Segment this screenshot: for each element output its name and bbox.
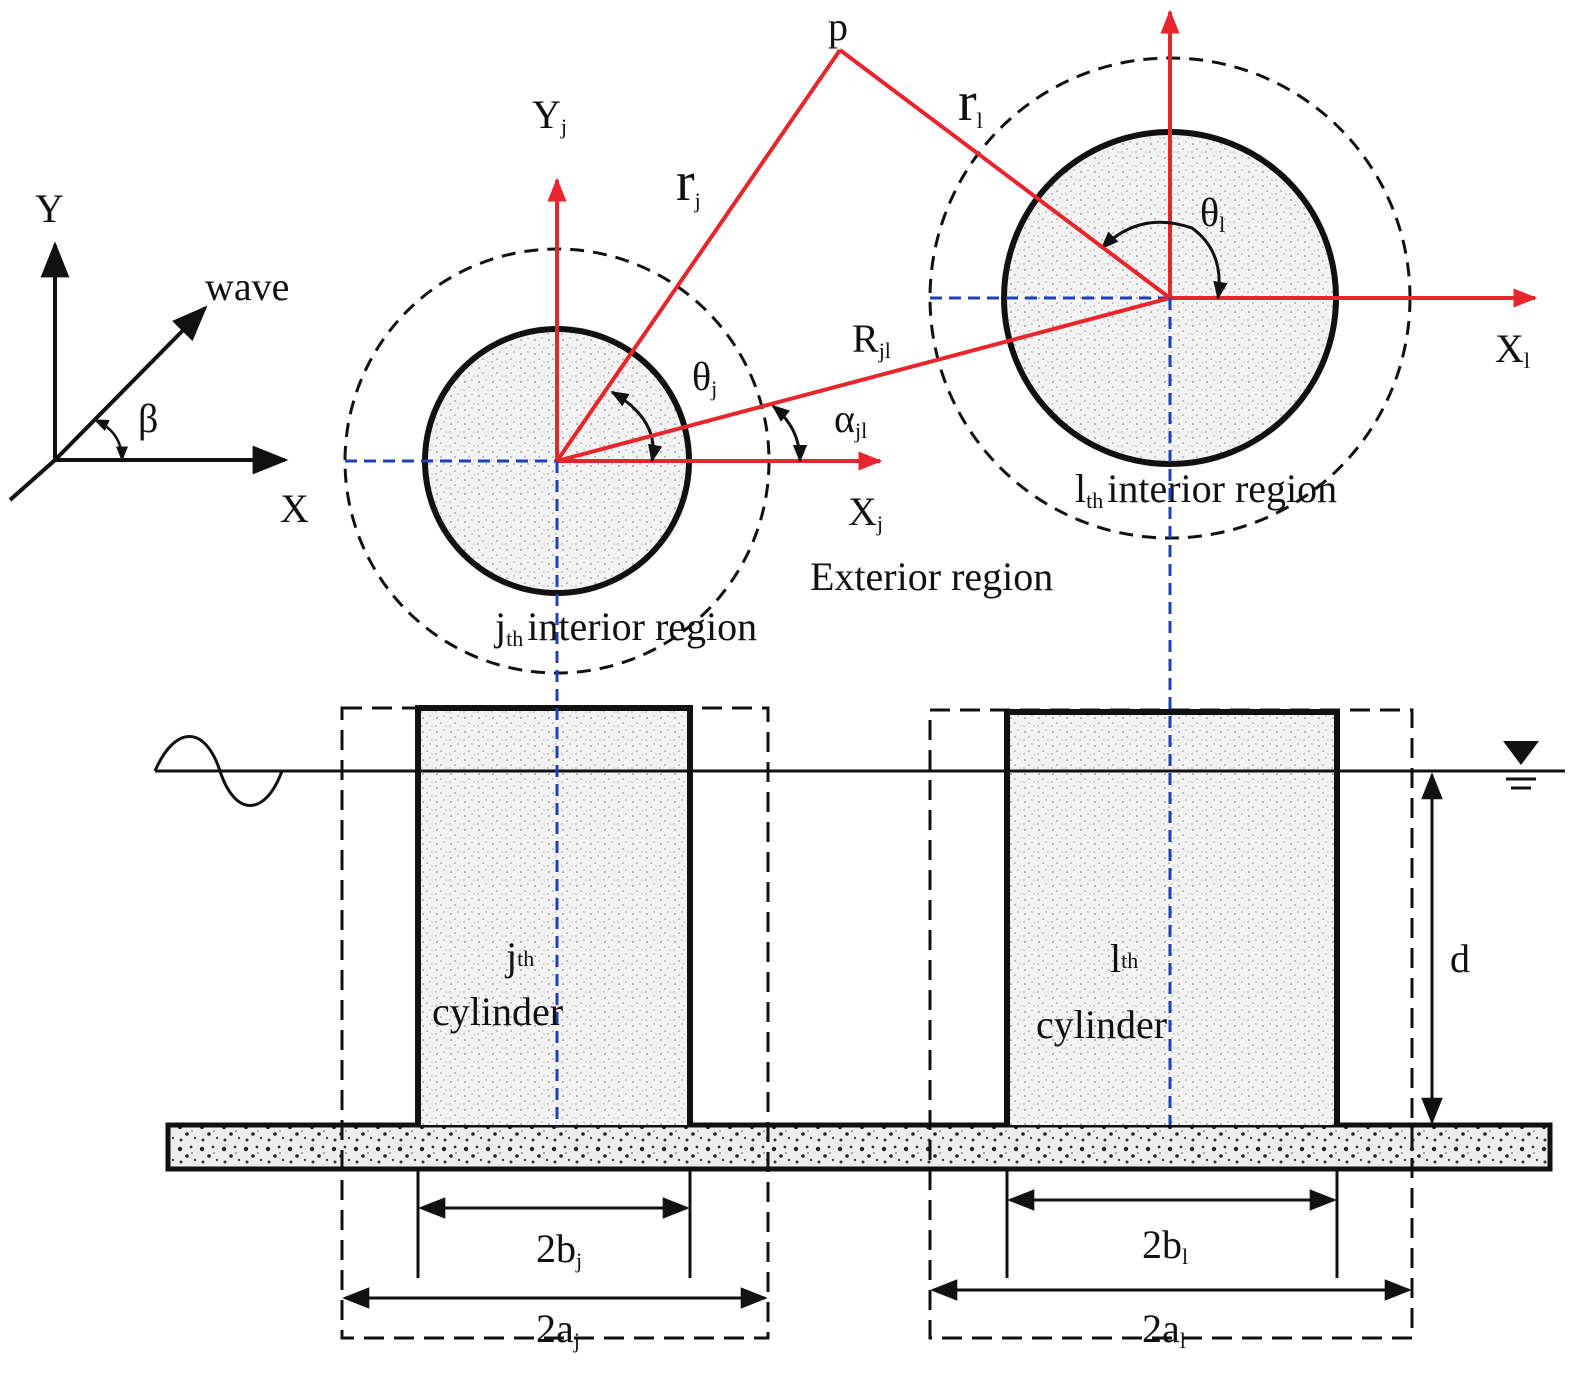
dim-2a-j-label: 2aj bbox=[536, 1306, 580, 1353]
global-z-axis bbox=[8, 458, 57, 502]
cylinder-l-outline bbox=[1004, 709, 1340, 1125]
water-level-icon bbox=[1503, 741, 1539, 765]
theta-l-arc bbox=[1100, 220, 1228, 300]
wave-direction-arrow bbox=[53, 305, 208, 462]
global-axes: Y X wave β bbox=[8, 186, 309, 531]
r-l-vector bbox=[838, 48, 1172, 300]
theta-j-arc bbox=[610, 390, 663, 463]
R-jl-label: Rjl bbox=[852, 316, 891, 363]
incident-wave-icon bbox=[153, 735, 284, 807]
r-j-label: rj bbox=[676, 151, 701, 213]
theta-j-label: θj bbox=[692, 354, 717, 401]
alpha-jl-arc bbox=[771, 404, 808, 463]
R-jl-vector bbox=[556, 296, 1171, 463]
elevation-view: d jth cylinder lth cylinder 2bj 2aj 2bl … bbox=[153, 298, 1565, 1353]
cylinder-j-index-label: jth bbox=[504, 934, 534, 979]
local-x-label-j: Xj bbox=[848, 489, 883, 536]
point-p-label: p bbox=[828, 4, 848, 49]
dim-2a-l-label: 2al bbox=[1142, 1306, 1186, 1353]
r-j-vector bbox=[555, 48, 842, 463]
r-l-label: rl bbox=[958, 71, 983, 133]
global-x-label: X bbox=[280, 486, 309, 531]
local-y-label-j: Yj bbox=[532, 92, 567, 139]
exterior-region-label: Exterior region bbox=[810, 554, 1053, 599]
cylinder-l-label: cylinder bbox=[1036, 1002, 1167, 1047]
global-y-label: Y bbox=[35, 186, 64, 231]
radius-vectors: p Exterior region bbox=[555, 4, 1172, 599]
local-x-label-l: Xl bbox=[1495, 326, 1530, 373]
dim-2b-l-label: 2bl bbox=[1142, 1222, 1188, 1269]
cylinder-j-outline bbox=[415, 705, 693, 1125]
beta-label: β bbox=[138, 396, 158, 441]
cylinder-l-body bbox=[1007, 712, 1337, 1125]
theta-l-label: θl bbox=[1200, 190, 1225, 237]
dim-2b-j-label: 2bj bbox=[536, 1226, 582, 1273]
alpha-jl-label: αjl bbox=[834, 396, 867, 443]
beta-arc bbox=[93, 418, 128, 462]
seabed bbox=[165, 1122, 1553, 1172]
wave-label: wave bbox=[205, 264, 289, 309]
cylinder-l-index-label: lth bbox=[1110, 936, 1138, 981]
cylinder-j-body bbox=[418, 708, 690, 1125]
depth-label: d bbox=[1450, 936, 1470, 981]
cylinder-j-label: cylinder bbox=[432, 989, 563, 1034]
